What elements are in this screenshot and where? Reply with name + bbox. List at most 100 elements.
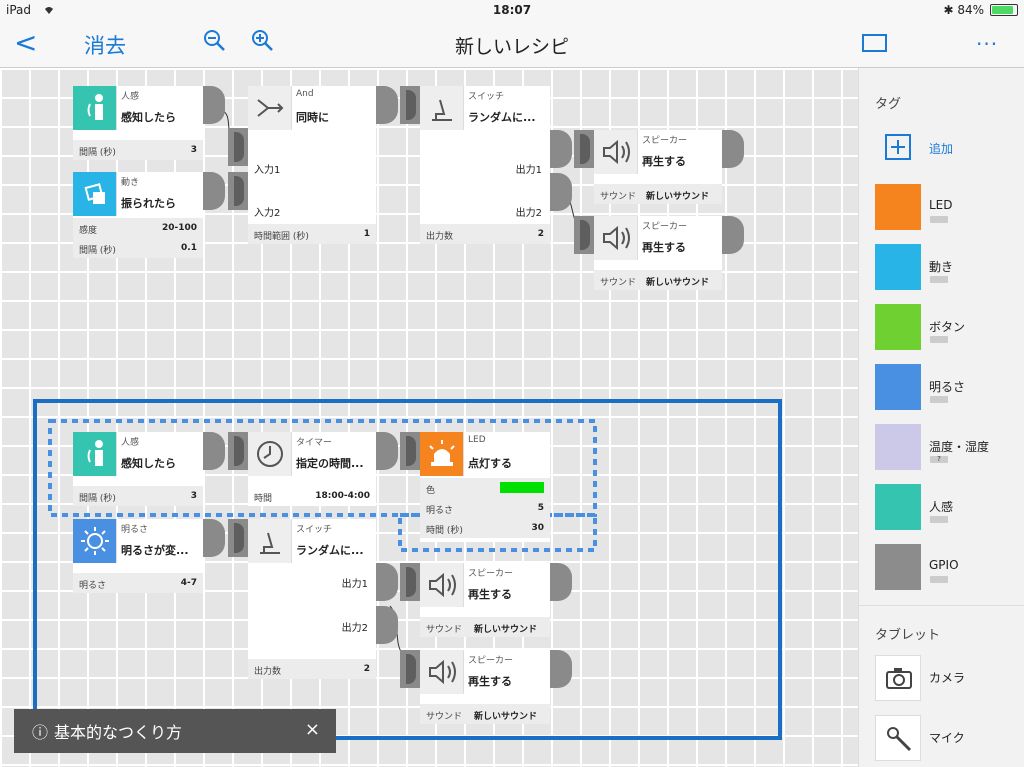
zoom-in-button[interactable] — [250, 28, 276, 58]
input-port[interactable] — [228, 519, 248, 557]
output-port[interactable] — [203, 86, 225, 124]
output-port[interactable] — [550, 130, 572, 168]
status-bar: iPad 18:07 ✱ 84% — [0, 0, 1024, 20]
person-sensor-icon — [73, 86, 117, 130]
battery-indicator — [930, 516, 948, 523]
input-port[interactable] — [400, 650, 420, 688]
gpio-icon — [875, 544, 921, 590]
battery-indicator — [930, 216, 948, 223]
tablet-item-mic[interactable]: マイク — [875, 715, 1024, 763]
person-sensor-icon — [875, 484, 921, 530]
led-color-swatch[interactable] — [500, 482, 544, 493]
selection-dashed-bottom — [398, 513, 597, 552]
person-sensor-icon — [73, 432, 117, 476]
back-button[interactable]: < — [14, 26, 38, 59]
output-port[interactable] — [722, 216, 744, 254]
output-port[interactable] — [376, 86, 398, 124]
battery-indicator — [930, 276, 948, 283]
device-name: iPad — [6, 3, 32, 17]
clock-icon — [248, 432, 292, 476]
view-toggle-button[interactable] — [862, 33, 888, 59]
tablet-section-header: タブレット — [875, 628, 941, 643]
output-port[interactable] — [203, 432, 225, 470]
clear-button[interactable]: 消去 — [84, 34, 126, 58]
more-button[interactable]: ··· — [976, 32, 999, 56]
output-port[interactable] — [722, 130, 744, 168]
output-port[interactable] — [550, 173, 572, 211]
add-tag-button[interactable]: 追加 — [885, 134, 1015, 160]
help-icon: ⓘ — [32, 723, 49, 742]
tag-item[interactable]: 人感 — [875, 484, 1024, 532]
input-port[interactable] — [400, 432, 420, 470]
brightness-icon — [875, 364, 921, 410]
switch-icon — [248, 519, 292, 563]
battery-indicator: ? — [930, 456, 948, 463]
nav-bar: < 消去 新しいレシピ ··· — [0, 20, 1024, 68]
panel-icon — [862, 34, 887, 52]
close-button[interactable]: × — [304, 719, 320, 740]
block-speaker-4[interactable]: スピーカー 再生する サウンド新しいサウンド — [420, 650, 550, 724]
output-port[interactable] — [376, 563, 398, 601]
input-port[interactable] — [574, 216, 594, 254]
motion-icon — [875, 244, 921, 290]
block-and[interactable]: And 同時に 入力1 入力2 時間範囲 (秒)1 — [248, 86, 376, 244]
tag-item[interactable]: 動き — [875, 244, 1024, 292]
input-port[interactable] — [574, 130, 594, 168]
bluetooth-icon: ✱ — [943, 3, 954, 17]
tutorial-tooltip[interactable]: ⓘ 基本的なつくり方 × — [14, 709, 336, 753]
led-icon — [875, 184, 921, 230]
button-icon — [875, 304, 921, 350]
tag-item[interactable]: 温度・湿度? — [875, 424, 1024, 472]
input-port[interactable] — [400, 563, 420, 601]
speaker-icon — [594, 130, 638, 174]
wifi-icon — [42, 3, 56, 18]
input-port[interactable] — [228, 128, 248, 166]
output-port[interactable] — [376, 606, 398, 644]
output-port[interactable] — [203, 172, 225, 210]
output-port[interactable] — [550, 650, 572, 688]
led-icon — [420, 432, 464, 476]
output-port[interactable] — [203, 519, 225, 557]
tag-item[interactable]: 明るさ — [875, 364, 1024, 412]
tag-item[interactable]: ボタン — [875, 304, 1024, 352]
speaker-icon — [594, 216, 638, 260]
zoom-out-button[interactable] — [202, 28, 228, 58]
camera-icon — [875, 655, 921, 701]
page-title: 新しいレシピ — [454, 36, 569, 58]
plus-icon — [885, 134, 911, 160]
thermometer-icon — [875, 424, 921, 470]
tablet-item-camera[interactable]: カメラ — [875, 655, 1024, 703]
input-port[interactable] — [228, 432, 248, 470]
block-speaker-3[interactable]: スピーカー 再生する サウンド新しいサウンド — [420, 563, 550, 637]
tag-section-header: タグ — [875, 97, 902, 112]
output-port[interactable] — [376, 432, 398, 470]
tooltip-text: 基本的なつくり方 — [54, 723, 183, 742]
zoom-in-icon — [252, 30, 273, 51]
battery-indicator — [930, 396, 948, 403]
block-speaker-2[interactable]: スピーカー 再生する サウンド新しいサウンド — [594, 216, 722, 290]
tag-item[interactable]: GPIO — [875, 544, 1024, 592]
input-port[interactable] — [228, 172, 248, 210]
motion-icon — [73, 172, 117, 216]
block-person-sensor-1[interactable]: 人感 感知したら 間隔 (秒)3 — [73, 86, 203, 160]
zoom-out-icon — [204, 30, 225, 51]
input-port[interactable] — [400, 86, 420, 124]
battery-percent: ✱ 84% — [943, 3, 984, 17]
switch-icon — [420, 86, 464, 130]
clock: 18:07 — [492, 3, 532, 17]
block-speaker-1[interactable]: スピーカー 再生する サウンド新しいサウンド — [594, 130, 722, 204]
output-port[interactable] — [550, 563, 572, 601]
block-person-sensor-2[interactable]: 人感 感知したら 間隔 (秒)3 — [73, 432, 203, 506]
speaker-icon — [420, 650, 464, 694]
battery-icon — [990, 4, 1018, 16]
mic-icon — [875, 715, 921, 761]
tag-item[interactable]: LED — [875, 184, 1024, 232]
